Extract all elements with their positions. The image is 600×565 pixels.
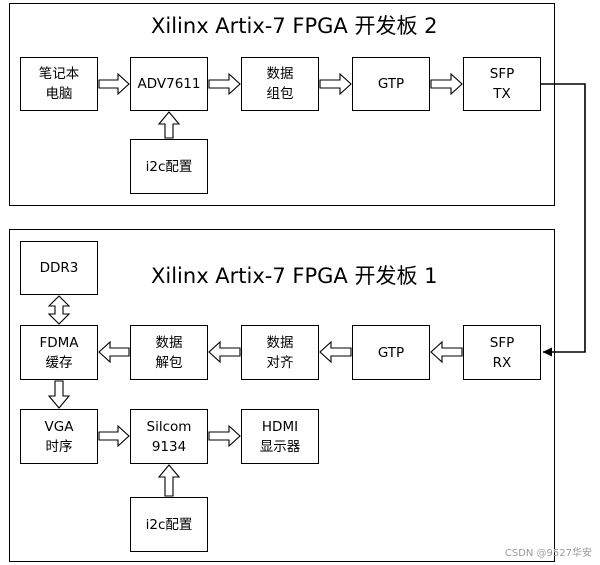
sfp-tx-line-2: TX [493,86,511,102]
fdma-box: FDMA 缓存 [20,325,98,380]
sfp-rx-box: SFP RX [463,325,541,380]
arrow-fdma-to-vga [47,380,71,409]
arrow-silcom-to-hdmi [208,424,241,448]
sfp-tx-line-1: SFP [489,66,515,82]
gtp-rx-label: GTP [377,344,405,361]
hdmi-line-2: 显示器 [259,438,301,455]
align-box: 数据 对齐 [241,325,319,380]
i2c-config-top-label: i2c配置 [145,158,193,175]
laptop-line-2: 电脑 [45,86,73,102]
watermark: CSDN @9527华安 [504,548,592,559]
arrow-align-to-unpack [208,340,241,364]
silcom-line-2: 9134 [151,438,187,455]
arrow-unpack-to-fdma [98,340,130,364]
unpack-box: 数据 解包 [130,325,208,380]
gtp-rx-box: GTP [352,325,430,380]
adv7611-box: ADV7611 [130,57,208,111]
arrow-gtp-to-align [319,340,352,364]
vga-timing-box: VGA 时序 [20,409,98,464]
align-line-2: 对齐 [266,354,294,371]
board-1-frame [9,229,555,562]
unpack-line-1: 数据 [155,334,183,351]
sfp-rx-line-1: SFP [489,334,515,351]
adv7611-label: ADV7611 [137,76,201,92]
fdma-line-2: 缓存 [45,354,73,371]
laptop-box: 笔记本 电脑 [20,57,98,111]
arrow-ddr3-fdma-bidirectional [47,295,71,325]
arrow-laptop-to-adv7611 [98,72,130,96]
vga-line-1: VGA [44,418,74,435]
ddr3-box: DDR3 [20,241,98,295]
i2c-config-bottom-label: i2c配置 [145,516,193,533]
board-2-title: Xilinx Artix-7 FPGA 开发板 2 [151,14,438,38]
align-line-1: 数据 [266,334,294,351]
sfp-tx-box: SFP TX [463,57,541,111]
unpack-line-2: 解包 [155,354,183,371]
i2c-config-top-box: i2c配置 [130,139,208,194]
silcom-box: Silcom 9134 [130,409,208,464]
arrow-sfp-rx-to-gtp [430,340,463,364]
gtp-tx-label: GTP [377,76,405,92]
board-1-title: Xilinx Artix-7 FPGA 开发板 1 [151,264,438,288]
hdmi-line-1: HDMI [261,418,299,435]
silcom-line-1: Silcom [146,418,192,435]
sfp-rx-line-2: RX [492,354,512,371]
arrow-gtp-to-sfp-tx [430,72,463,96]
fdma-line-1: FDMA [39,334,79,351]
board-2-frame [9,3,555,206]
arrow-vga-to-silcom [98,424,130,448]
pack-box: 数据 组包 [241,57,319,111]
fiber-link-tx-to-rx [541,83,586,357]
arrow-adv7611-to-pack [208,72,241,96]
ddr3-label: DDR3 [39,260,79,276]
arrow-i2c-to-silcom [157,464,181,497]
vga-line-2: 时序 [45,438,73,455]
arrow-pack-to-gtp [319,72,352,96]
i2c-config-bottom-box: i2c配置 [130,497,208,552]
pack-line-2: 组包 [266,86,294,102]
gtp-tx-box: GTP [352,57,430,111]
pack-line-1: 数据 [266,66,294,82]
hdmi-box: HDMI 显示器 [241,409,319,464]
laptop-line-1: 笔记本 [38,66,80,82]
arrow-i2c-to-adv7611 [157,111,181,139]
